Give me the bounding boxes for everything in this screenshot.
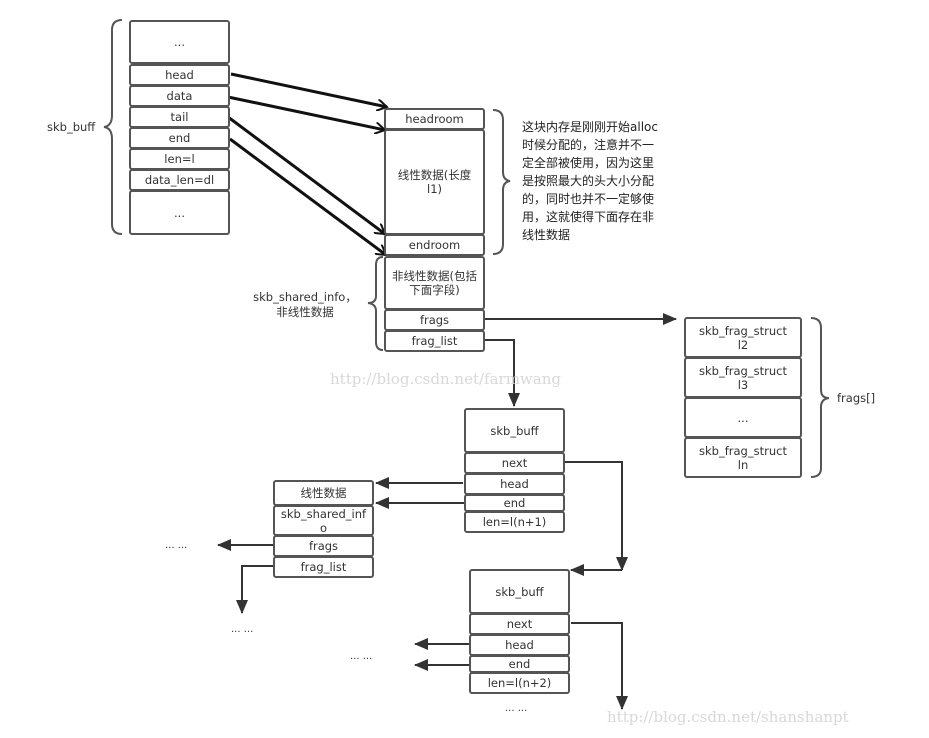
watermark-shanshanpt: http://blog.csdn.net/shanshanpt — [607, 708, 849, 726]
skb-buff-field-head: head — [129, 64, 230, 86]
linear-block-2-frags: frags — [273, 535, 374, 557]
next-arrow-2 — [571, 622, 628, 710]
linear-block-2-shared-info: skb_shared_info — [273, 505, 374, 536]
frag-struct-l2: skb_frag_struct l2 — [684, 317, 802, 358]
frag-struct-ellipsis: ... — [684, 397, 802, 438]
skb-buff-2-len: len=l(n+1) — [464, 511, 565, 533]
skb-buff-field-data: data — [129, 85, 230, 107]
frags-ellipsis-2: ... ... — [165, 540, 188, 551]
skb-buff-3-left-ellipsis: ... ... — [350, 651, 373, 662]
skb-buff-2-end: end — [464, 494, 565, 512]
skb-buff-field-ellipsis-top: ... — [129, 20, 230, 64]
watermark-farmwang: http://blog.csdn.net/farmwang — [330, 370, 561, 388]
skb-buff-3-head: head — [469, 634, 570, 656]
frags-array-brace — [810, 317, 830, 478]
linear-buffer-note: 这块内存是刚刚开始alloc时候分配的，注意并不一定全部被使用，因为这里是按照最… — [522, 120, 658, 242]
frag-list-field: frag_list — [384, 330, 485, 352]
endroom-field: endroom — [384, 234, 485, 256]
skb-buff-2-next: next — [464, 452, 565, 474]
frags-array-label: frags[] — [837, 391, 876, 405]
skb-buff-2-head: head — [464, 473, 565, 495]
skb-buff-field-data-len: data_len=dl — [129, 169, 230, 191]
skb-buff-3-title: skb_buff — [469, 569, 570, 614]
end-pointer-arrow — [229, 137, 386, 257]
head-pointer-arrow — [230, 72, 387, 107]
frags-field: frags — [384, 309, 485, 331]
skb-buff-field-end: end — [129, 127, 230, 149]
skb-buff-label: skb_buff — [47, 120, 96, 134]
shared-info-brace — [367, 256, 384, 351]
next-arrow-1 — [565, 461, 628, 571]
shared-info-label: skb_shared_info，非线性数据 — [253, 290, 357, 319]
nonlinear-data-field: 非线性数据(包括下面字段) — [384, 256, 485, 310]
linear-block-2-data: 线性数据 — [273, 480, 374, 506]
frag-list-ellipsis-2: ... ... — [231, 624, 254, 635]
skb-buff-field-tail: tail — [129, 106, 230, 128]
frag-list-arrow-2 — [236, 565, 273, 614]
skb-buff-3-len: len=l(n+2) — [469, 672, 570, 694]
linear-block-2-frag-list: frag_list — [273, 556, 374, 578]
data-pointer-arrow — [227, 95, 385, 130]
tail-pointer-arrow — [227, 115, 385, 236]
skb-buff-field-len: len=l — [129, 148, 230, 170]
skb-buff-field-ellipsis-bottom: ... — [129, 190, 230, 235]
end-arrow-2 — [375, 497, 466, 509]
frag-struct-ln: skb_frag_struct ln — [684, 437, 802, 478]
headroom-field: headroom — [384, 108, 485, 130]
linear-note-brace — [492, 109, 511, 255]
skb-buff-brace — [103, 19, 123, 235]
frag-struct-l3: skb_frag_struct l3 — [684, 357, 802, 398]
skb-buff-2-title: skb_buff — [464, 408, 565, 453]
linear-data-field: 线性数据(长度l1) — [384, 129, 485, 235]
skb-buff-3-end: end — [469, 655, 570, 673]
skb-buff-3-bottom-ellipsis: ... ... — [505, 703, 528, 714]
skb-buff-3-next: next — [469, 613, 570, 635]
